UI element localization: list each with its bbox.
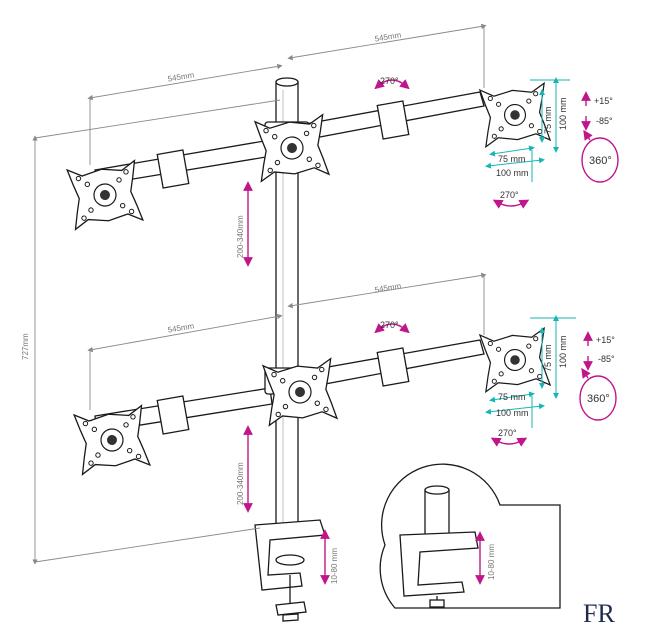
label-pole-lower: 200-340mm bbox=[236, 462, 245, 505]
vesa-plate-upper-left bbox=[65, 159, 145, 231]
vesa-plate-upper-right bbox=[478, 81, 552, 149]
vesa-dimension-lines bbox=[485, 77, 576, 428]
label-swivel-lower-arm: 270° bbox=[380, 320, 399, 330]
rotation-indicators bbox=[243, 79, 619, 585]
label-tilt-down-upper: -85° bbox=[596, 116, 613, 126]
label-lower-left-spacing: 545mm bbox=[167, 321, 195, 334]
label-swivel-upper-arm: 270° bbox=[380, 76, 399, 86]
label-upper-left-spacing: 545mm bbox=[167, 70, 195, 83]
vesa-plate-upper-center bbox=[253, 113, 331, 183]
brand-logo: FR bbox=[583, 599, 615, 628]
label-vesa100-h-lower: 100 mm bbox=[496, 408, 529, 418]
desk-clamp bbox=[254, 519, 326, 622]
label-clamp-range: 10-80 mm bbox=[330, 548, 339, 584]
label-clamp-range-inset: 10-80 mm bbox=[487, 544, 496, 580]
label-vesa100-h-upper: 100 mm bbox=[496, 168, 529, 178]
vesa-plate-lower-center bbox=[261, 357, 339, 427]
logo-text: FR bbox=[583, 599, 615, 628]
label-vesa75-h-upper: 75 mm bbox=[498, 154, 526, 164]
label-tilt-up-upper: +15° bbox=[594, 96, 613, 106]
vesa-plate-lower-left bbox=[72, 404, 152, 476]
label-rotation-upper: 360° bbox=[589, 155, 612, 167]
vesa-plate-lower-right bbox=[478, 326, 552, 394]
label-total-height: 727mm bbox=[21, 333, 30, 360]
label-upper-right-spacing: 545mm bbox=[374, 30, 402, 43]
label-vesa100-v-lower: 100 mm bbox=[558, 335, 568, 368]
label-swivel-upper-head: 270° bbox=[500, 190, 519, 200]
label-vesa75-h-lower: 75 mm bbox=[498, 392, 526, 402]
label-swivel-lower-head: 270° bbox=[498, 428, 517, 438]
label-tilt-down-lower: -85° bbox=[598, 354, 615, 364]
label-pole-upper: 200-340mm bbox=[236, 215, 245, 258]
label-vesa75-v-upper: 75 mm bbox=[543, 106, 553, 134]
label-rotation-lower: 360° bbox=[587, 393, 610, 405]
label-tilt-up-lower: +15° bbox=[596, 335, 615, 345]
dimension-lines bbox=[32, 23, 487, 565]
label-vesa75-v-lower: 75 mm bbox=[543, 344, 553, 372]
label-vesa100-v-upper: 100 mm bbox=[558, 97, 568, 130]
label-lower-right-spacing: 545mm bbox=[374, 281, 402, 294]
clamp-detail-inset bbox=[379, 463, 561, 609]
vesa-plates bbox=[65, 81, 552, 476]
